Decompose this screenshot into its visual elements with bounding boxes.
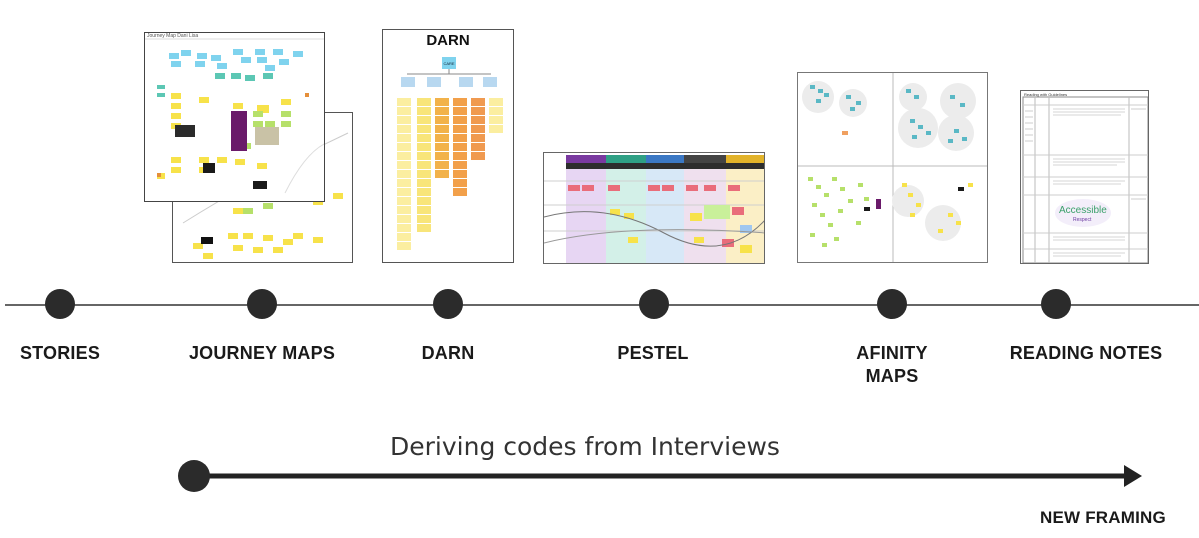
timeline-node-stories (45, 289, 75, 319)
timeline-node-afinity-maps (877, 289, 907, 319)
wordcloud-sub: Respect (1073, 217, 1092, 223)
timeline-line (5, 304, 1199, 306)
timeline-node-journey-maps (247, 289, 277, 319)
darn-thumbnail: DARN CARE (382, 29, 514, 263)
reading-notes-thumbnail: Reading with Guidelines Accessible Respe… (1020, 90, 1149, 264)
reading-notes-title: Reading with Guidelines (1024, 92, 1068, 97)
timeline-node-darn (433, 289, 463, 319)
arrow-end-label: NEW FRAMING (1040, 508, 1166, 527)
framing-arrow (178, 460, 1142, 492)
affinity-map-thumbnail (797, 72, 988, 263)
stage-label-journey-maps: JOURNEY MAPS (188, 343, 336, 363)
wordcloud-word: Accessible (1059, 205, 1107, 216)
pestel-thumbnail (543, 152, 765, 264)
stage-label-reading-notes: READING NOTES (1009, 343, 1163, 363)
journey-map-thumbnail: Journey Map Dani Lisa (144, 32, 325, 202)
stage-label-stories: STORIES (19, 343, 101, 363)
journey-map-title: Journey Map Dani Lisa (147, 33, 199, 39)
stage-label-pestel: PESTEL (617, 343, 689, 363)
timeline-node-reading-notes (1041, 289, 1071, 319)
darn-thumbnail-title: DARN (426, 32, 470, 49)
arrow-caption: Deriving codes from Interviews (390, 432, 780, 461)
stage-label-darn: DARN (421, 343, 475, 363)
timeline-node-pestel (639, 289, 669, 319)
darn-center-label: CARE (443, 61, 455, 66)
stage-label-afinity-maps: AFINITY MAPS (856, 343, 928, 386)
